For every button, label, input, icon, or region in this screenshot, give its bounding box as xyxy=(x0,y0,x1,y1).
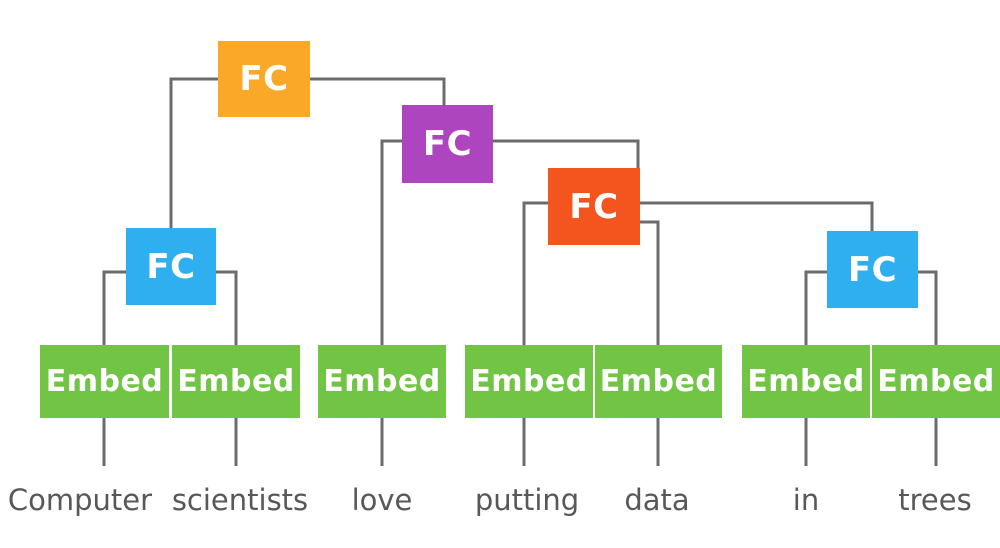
word-putting: putting xyxy=(474,483,580,517)
embed-scientists-label: Embed xyxy=(177,364,295,399)
wire-root-to-purple xyxy=(310,77,446,105)
embed-data-label: Embed xyxy=(599,364,718,399)
embed-in-label: Embed xyxy=(747,364,865,399)
wire-fcleft-to-computer xyxy=(102,270,126,345)
wire-red-to-putting xyxy=(522,201,548,345)
wire-fcright-to-in xyxy=(804,270,827,345)
embed-love[interactable]: Embed xyxy=(318,345,446,418)
embed-trees-label: Embed xyxy=(877,364,995,399)
wire-root-to-fcleft xyxy=(169,77,218,228)
embed-data[interactable]: Embed xyxy=(595,345,722,418)
word-scientists: scientists xyxy=(171,483,309,517)
fc-root[interactable]: FC xyxy=(218,41,310,117)
word-computer: Computer xyxy=(7,483,153,517)
fc-left[interactable]: FC xyxy=(126,228,216,305)
wire-red-to-data xyxy=(640,220,660,345)
fc-red-label: FC xyxy=(569,186,619,227)
word-love: love xyxy=(351,483,413,517)
embed-computer-label: Embed xyxy=(45,364,164,399)
embed-trees[interactable]: Embed xyxy=(872,345,1000,418)
wire-fcright-to-trees xyxy=(918,270,938,345)
word-trees: trees xyxy=(898,483,972,517)
wire-fcleft-to-scientists xyxy=(216,270,238,345)
fc-right-label: FC xyxy=(847,249,898,290)
word-in: in xyxy=(792,483,820,517)
fc-red[interactable]: FC xyxy=(548,168,640,245)
embed-putting[interactable]: Embed xyxy=(465,345,593,418)
wire-red-to-fcright xyxy=(640,201,874,231)
fc-purple[interactable]: FC xyxy=(402,105,493,183)
wire-purple-to-love xyxy=(380,139,402,345)
embed-in[interactable]: Embed xyxy=(742,345,870,418)
embed-computer[interactable]: Embed xyxy=(40,345,169,418)
fc-root-label: FC xyxy=(239,59,289,99)
fc-right[interactable]: FC xyxy=(827,231,918,308)
word-data: data xyxy=(624,483,690,517)
fc-purple-label: FC xyxy=(422,124,473,164)
embed-love-label: Embed xyxy=(323,364,441,399)
embed-scientists[interactable]: Embed xyxy=(172,345,300,418)
fc-left-label: FC xyxy=(146,246,196,287)
embed-putting-label: Embed xyxy=(470,364,588,399)
wire-purple-to-red xyxy=(493,139,640,168)
